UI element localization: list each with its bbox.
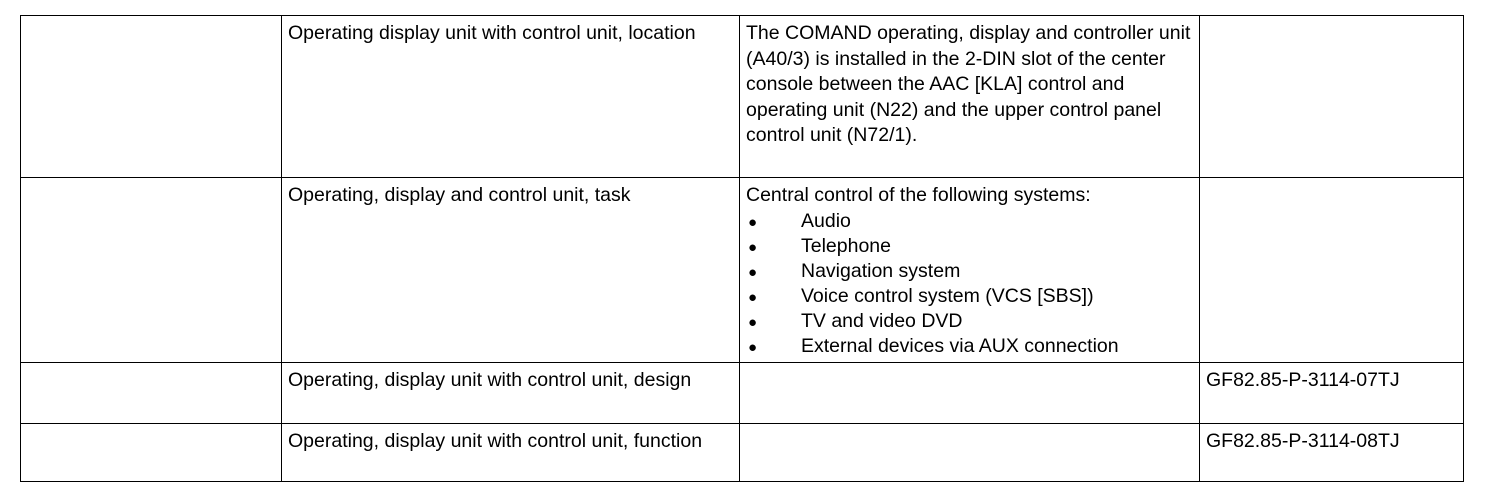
reference-link[interactable]: GF82.85-P-3114-07TJ bbox=[1199, 361, 1464, 424]
systems-list: ● Audio ● Telephone ● Navigation system ● Vo… bbox=[746, 209, 1193, 359]
systems-intro-text: Central control of the following systems… bbox=[746, 184, 1091, 206]
row-description-cell bbox=[739, 361, 1200, 424]
table-row: Operating, display and control unit, tas… bbox=[20, 177, 1464, 363]
list-item: ● Voice control system (VCS [SBS]) bbox=[746, 284, 1193, 309]
bullet-icon: ● bbox=[748, 288, 758, 306]
list-item: ● Telephone bbox=[746, 234, 1193, 259]
row-topic-cell: Operating, display unit with control uni… bbox=[281, 361, 740, 424]
table-row: Operating display unit with control unit… bbox=[20, 15, 1464, 178]
row-topic-cell: Operating display unit with control unit… bbox=[281, 15, 740, 178]
list-item-label: Navigation system bbox=[801, 259, 961, 282]
list-item: ● Audio bbox=[746, 209, 1193, 234]
bullet-icon: ● bbox=[748, 313, 758, 331]
list-item: ● TV and video DVD bbox=[746, 309, 1193, 334]
list-item-label: External devices via AUX connection bbox=[801, 334, 1119, 357]
list-item-label: Audio bbox=[801, 209, 851, 232]
row-description-cell: The COMAND operating, display and contro… bbox=[739, 15, 1200, 178]
row-empty-cell bbox=[20, 15, 282, 178]
table-row: Operating, display unit with control uni… bbox=[20, 361, 1464, 424]
row-description-cell: Central control of the following systems… bbox=[739, 177, 1200, 363]
list-item-label: TV and video DVD bbox=[801, 309, 963, 332]
document-table: Operating display unit with control unit… bbox=[20, 15, 1464, 482]
list-item-label: Telephone bbox=[801, 234, 891, 257]
list-item-label: Voice control system (VCS [SBS]) bbox=[801, 284, 1094, 307]
list-item: ● Navigation system bbox=[746, 259, 1193, 284]
row-reference-cell bbox=[1199, 15, 1464, 178]
reference-link[interactable]: GF82.85-P-3114-08TJ bbox=[1199, 422, 1464, 482]
bullet-icon: ● bbox=[748, 238, 758, 256]
row-empty-cell bbox=[20, 177, 282, 363]
row-description-cell bbox=[739, 422, 1200, 482]
bullet-icon: ● bbox=[748, 338, 758, 356]
bullet-icon: ● bbox=[748, 263, 758, 281]
list-item: ● External devices via AUX connection bbox=[746, 334, 1193, 359]
bullet-icon: ● bbox=[748, 213, 758, 231]
row-empty-cell bbox=[20, 422, 282, 482]
row-topic-cell: Operating, display unit with control uni… bbox=[281, 422, 740, 482]
table-row: Operating, display unit with control uni… bbox=[20, 422, 1464, 482]
row-topic-cell: Operating, display and control unit, tas… bbox=[281, 177, 740, 363]
row-reference-cell bbox=[1199, 177, 1464, 363]
row-empty-cell bbox=[20, 361, 282, 424]
